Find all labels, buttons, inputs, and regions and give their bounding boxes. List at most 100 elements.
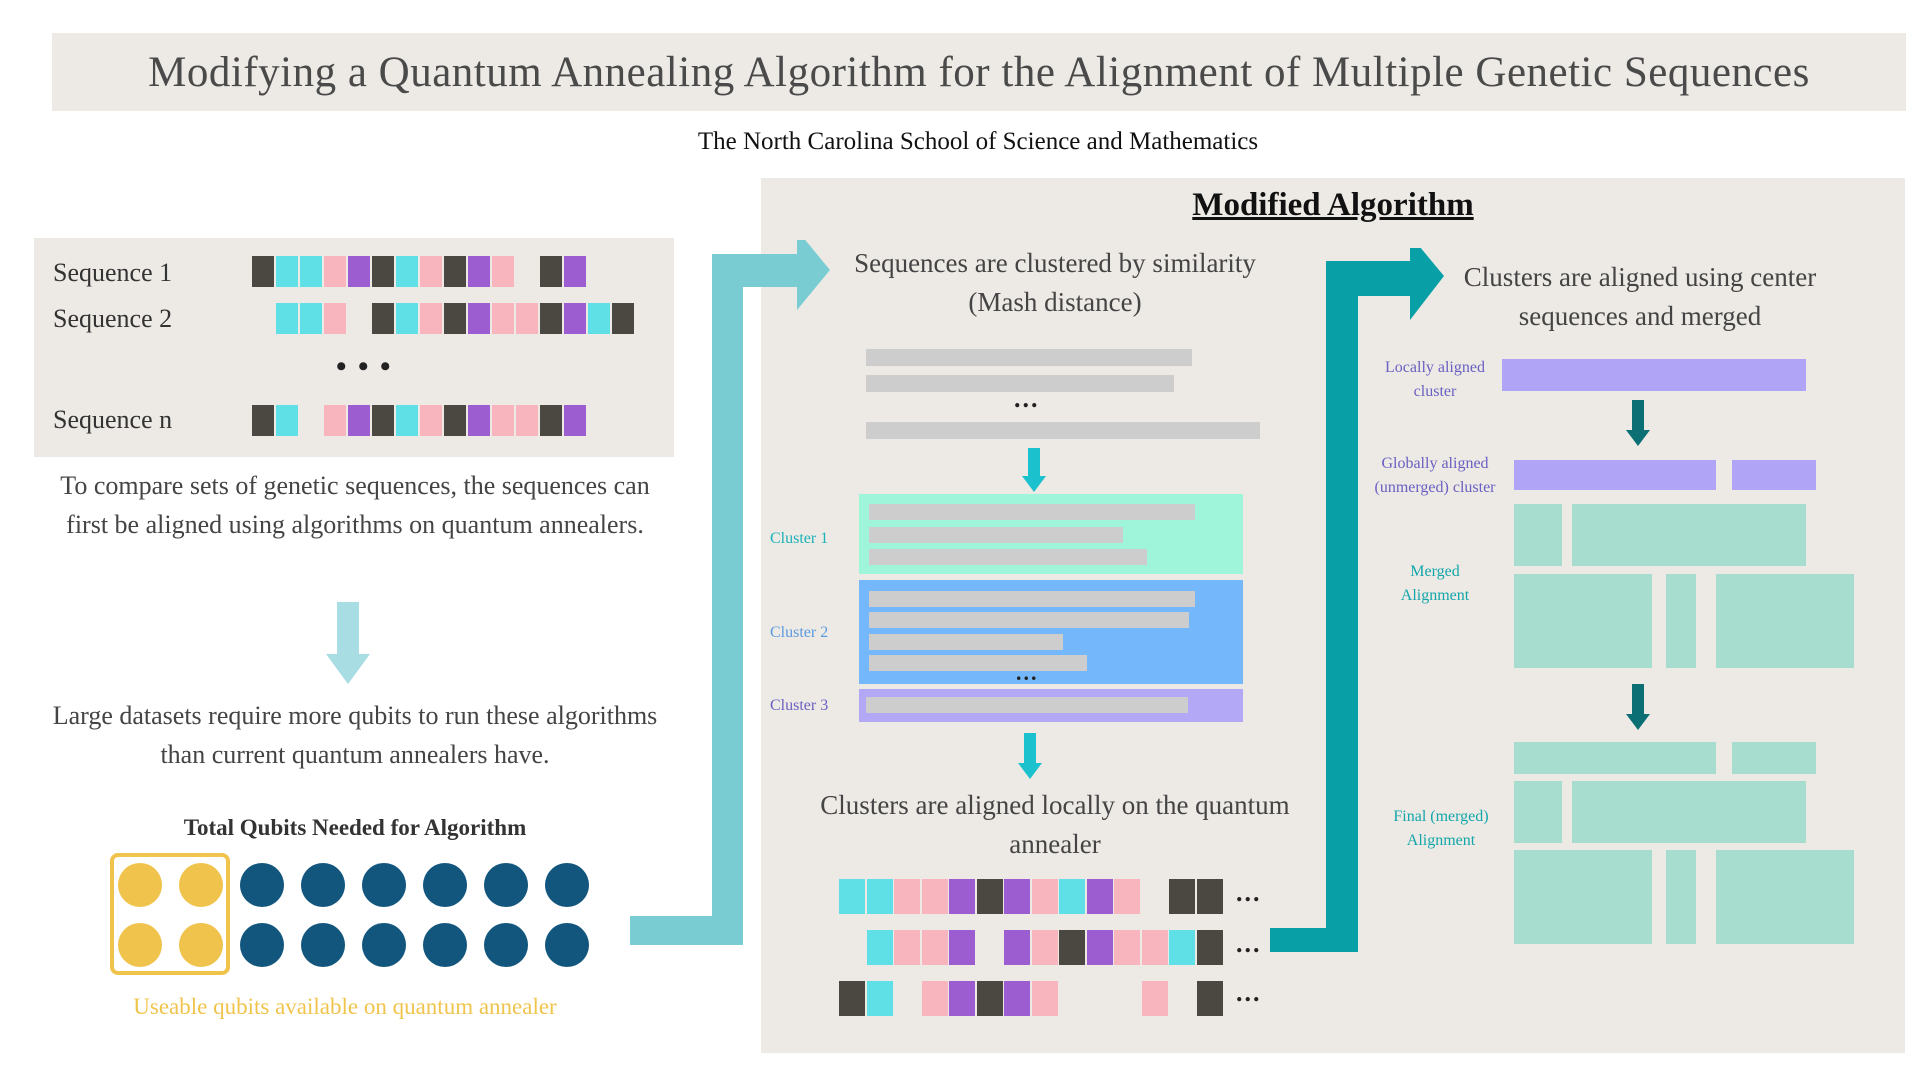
final-block xyxy=(1572,781,1806,843)
final-block xyxy=(1514,781,1562,843)
sequence-cell xyxy=(540,405,562,436)
sequence-cell xyxy=(492,405,514,436)
sequence-cell xyxy=(516,405,538,436)
sequence-2-label: Sequence 2 xyxy=(53,304,173,333)
sequence-cell xyxy=(324,303,346,334)
available-qubit xyxy=(179,923,223,967)
locally-aligned-label: Locally aligned cluster xyxy=(1385,359,1485,400)
sequence-cell xyxy=(588,303,610,334)
required-qubit xyxy=(423,923,467,967)
aligned-cell xyxy=(1169,930,1195,965)
cluster-1-label: Cluster 1 xyxy=(770,530,829,547)
unclustered-ellipsis: ... xyxy=(1014,384,1040,413)
available-qubit xyxy=(118,863,162,907)
required-qubit xyxy=(301,923,345,967)
aligned-cell xyxy=(1031,930,1058,965)
globally-aligned-label: Globally aligned (unmerged) cluster xyxy=(1374,455,1496,496)
sequence-cell xyxy=(348,405,370,436)
aligned-cell xyxy=(1031,879,1058,914)
aligned-cell xyxy=(1114,930,1140,965)
global-bar-2 xyxy=(1732,460,1816,490)
down-arrow-cluster xyxy=(1022,448,1046,492)
available-qubits-box xyxy=(110,853,230,975)
sequence-cell xyxy=(372,256,394,287)
merged-block xyxy=(1572,504,1806,566)
down-arrow-global xyxy=(1626,400,1650,446)
institution-subtitle: The North Carolina School of Science and… xyxy=(697,128,1259,155)
merged-block xyxy=(1716,574,1854,668)
sequence-cell xyxy=(276,405,298,436)
sequence-cell xyxy=(564,303,586,334)
required-qubit xyxy=(301,863,345,907)
available-qubit xyxy=(179,863,223,907)
sequence-cell xyxy=(396,256,418,287)
aligned-cell xyxy=(1169,879,1195,914)
aligned-cell xyxy=(949,981,975,1016)
final-block xyxy=(1514,850,1652,944)
cluster-2-ellipsis: ... xyxy=(1016,660,1039,685)
aligned-cell xyxy=(921,981,948,1016)
aligned-cell xyxy=(894,879,920,914)
sequence-cell xyxy=(468,256,490,287)
required-qubit xyxy=(423,863,467,907)
sequence-cell xyxy=(444,405,466,436)
required-qubit xyxy=(240,923,284,967)
cluster-2-label: Cluster 2 xyxy=(770,624,829,641)
aligned-cell xyxy=(1141,930,1168,965)
sequence-cell xyxy=(444,303,466,334)
aligned-cell xyxy=(921,930,948,965)
cluster-3-label: Cluster 3 xyxy=(770,697,829,714)
intro-text: To compare sets of genetic sequences, th… xyxy=(60,471,650,539)
aligned-cell xyxy=(1196,879,1223,914)
poster-title: Modifying a Quantum Annealing Algorithm … xyxy=(148,48,1810,96)
sequence-cell xyxy=(420,256,442,287)
sequence-cell xyxy=(444,256,466,287)
sequence-n-label: Sequence n xyxy=(53,405,173,434)
aligned-cell xyxy=(1031,981,1058,1016)
global-bar-1 xyxy=(1514,460,1716,490)
qubits-caption: Useable qubits available on quantum anne… xyxy=(133,994,557,1019)
connector-arrow-1 xyxy=(630,240,830,945)
sequence-cell xyxy=(276,303,298,334)
sequence-ellipsis: • • • xyxy=(336,350,393,383)
aligned-cell xyxy=(1114,879,1140,914)
sequence-cell xyxy=(564,256,586,287)
sequence-bar xyxy=(866,422,1260,439)
row-2-ellipsis: ... xyxy=(1236,929,1262,958)
final-block xyxy=(1732,742,1816,774)
sequence-cell xyxy=(516,303,538,334)
down-arrow-final xyxy=(1626,684,1650,730)
aligned-cell xyxy=(1196,981,1223,1016)
sequence-cell xyxy=(396,405,418,436)
required-qubit xyxy=(545,863,589,907)
sequence-cell xyxy=(540,303,562,334)
sequence-cell xyxy=(468,405,490,436)
aligned-cell xyxy=(1004,930,1030,965)
down-arrow-align xyxy=(1018,733,1042,779)
merged-label: Merged Alignment xyxy=(1400,563,1470,604)
required-qubit xyxy=(484,923,528,967)
sequence-cell xyxy=(372,303,394,334)
available-qubit xyxy=(118,923,162,967)
step-cluster-text: Sequences are clustered by similarity (M… xyxy=(854,248,1256,317)
row-3-ellipsis: ... xyxy=(1236,978,1262,1007)
final-block xyxy=(1514,742,1716,774)
sequence-cell xyxy=(252,405,274,436)
row-1-ellipsis: ... xyxy=(1236,878,1262,907)
sequence-cell xyxy=(420,303,442,334)
sequence-cell xyxy=(396,303,418,334)
sequence-1-label: Sequence 1 xyxy=(53,258,173,287)
title-banner: Modifying a Quantum Annealing Algorithm … xyxy=(52,33,1906,111)
problem-text: Large datasets require more qubits to ru… xyxy=(52,701,658,769)
final-alignment-label: Final (merged) Alignment xyxy=(1393,808,1489,849)
aligned-cell xyxy=(1059,930,1085,965)
required-qubit xyxy=(484,863,528,907)
aligned-cell xyxy=(976,879,1003,914)
merged-block xyxy=(1514,574,1652,668)
down-arrow-left xyxy=(326,602,370,684)
sequence-cell xyxy=(372,405,394,436)
aligned-cell xyxy=(866,879,893,914)
aligned-cell xyxy=(866,930,893,965)
sequence-cell xyxy=(300,303,322,334)
sequence-cell xyxy=(252,256,274,287)
